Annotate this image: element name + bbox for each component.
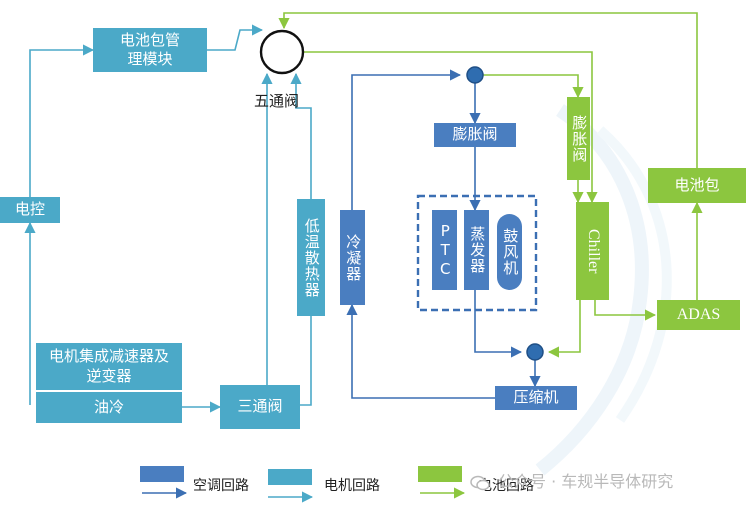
evaporator: 蒸发器 (464, 210, 489, 290)
three-way-valve: 三通阀 (220, 385, 300, 429)
battery-pack: 电池包 (648, 168, 746, 203)
chiller: Chiller (576, 202, 609, 300)
ptc-heater: PTC (432, 210, 457, 290)
battery-management-module: 电池包管理模块 (93, 28, 207, 72)
background-swirl (535, 104, 672, 476)
line-evap-to-junction (474, 290, 523, 358)
adas-label: ADAS (676, 305, 721, 323)
five-way-valve-label: 五通阀 (254, 92, 300, 110)
line-radiator-to-fiveway (290, 72, 312, 199)
three-way-valve-label: 三通阀 (237, 397, 283, 416)
compressor: 压缩机 (495, 386, 577, 410)
watermark: 公众号 · 车规半导体研究 (470, 468, 673, 492)
legend-swatch-battery (418, 466, 462, 482)
motor-controller: 电控 (0, 197, 60, 223)
line-threeway-to-radiator (300, 316, 312, 406)
junction-top (466, 66, 484, 84)
oil-cooling-label: 油冷 (93, 397, 124, 416)
blower-label: 鼓风机 (501, 228, 520, 276)
legend-label-battery: 电池回路 (478, 478, 534, 494)
battery-pack-label: 电池包 (674, 175, 720, 194)
legend-label-ac: 空调回路 (193, 478, 249, 494)
evaporator-label: 蒸发器 (468, 226, 487, 274)
wechat-icon (470, 475, 490, 491)
ac-expansion-valve: 膨胀阀 (434, 123, 516, 147)
line-bms-to-fiveway (207, 24, 264, 51)
line-ecu-to-bms (29, 44, 95, 197)
line-chiller-to-junction (547, 300, 581, 358)
motor-integrated-label: 电机集成减速器及逆变器 (49, 347, 170, 385)
line-compressor-to-condenser (346, 303, 497, 399)
ptc-heater-label: PTC (436, 221, 455, 279)
low-temp-radiator-label: 低温散热器 (302, 217, 321, 298)
condenser: 冷凝器 (340, 210, 365, 305)
line-chiller-to-adas (594, 300, 657, 321)
watermark-text: 公众号 · 车规半导体研究 (498, 472, 674, 491)
legend-label-motor: 电机回路 (324, 478, 380, 494)
battery-expansion-valve-label: 膨胀阀 (570, 114, 589, 163)
legend-swatch-ac (140, 466, 184, 482)
compressor-label: 压缩机 (513, 388, 559, 407)
chiller-label: Chiller (584, 228, 602, 274)
line-condenser-to-junction (351, 69, 462, 210)
five-way-valve-circle (259, 29, 305, 75)
line-fiveway-to-chiller (300, 51, 598, 204)
line-junction-to-bat-expvalve (483, 74, 584, 99)
motor-controller-label: 电控 (14, 200, 45, 219)
oil-cooling: 油冷 (36, 392, 182, 423)
legend-swatch-motor (268, 469, 312, 485)
adas: ADAS (657, 300, 740, 330)
low-temp-radiator: 低温散热器 (297, 199, 325, 316)
line-battery-to-fiveway (278, 12, 698, 168)
battery-expansion-valve: 膨胀阀 (567, 97, 590, 180)
hvac-module-outline (416, 194, 538, 312)
legend-arrows (142, 487, 466, 503)
battery-management-label: 电池包管理模块 (119, 30, 180, 69)
condenser-label: 冷凝器 (344, 233, 363, 282)
motor-integrated-unit: 电机集成减速器及逆变器 (36, 343, 182, 390)
blower: 鼓风机 (497, 214, 522, 290)
junction-bottom (526, 343, 544, 361)
ac-expansion-valve-label: 膨胀阀 (452, 125, 498, 144)
